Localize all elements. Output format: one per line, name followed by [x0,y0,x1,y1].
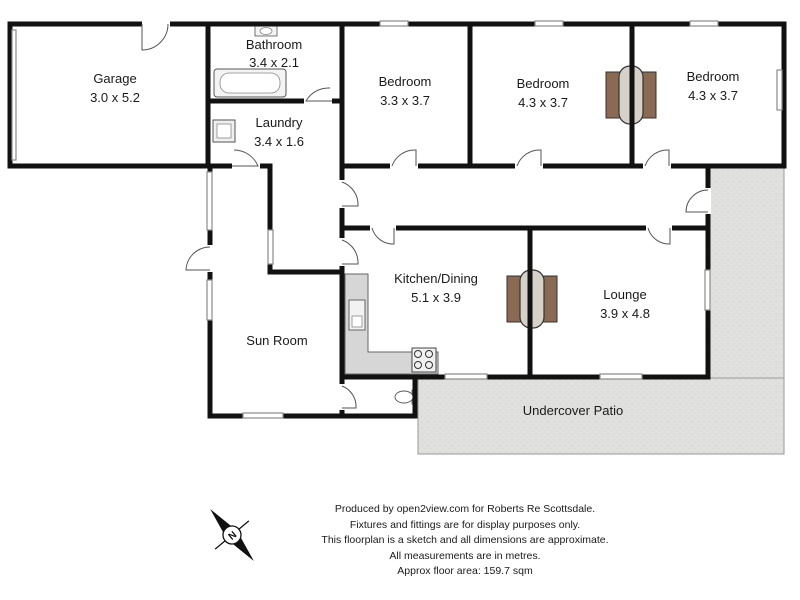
laundry-name: Laundry [256,115,303,130]
laundry-dims: 3.4 x 1.6 [254,134,304,149]
windows [11,20,783,419]
room-labels: Garage 3.0 x 5.2 Bathroom 3.4 x 2.1 Bedr… [90,37,739,418]
lounge-name: Lounge [603,287,646,302]
bedroom-1-name: Bedroom [379,74,432,89]
compass-icon: N [210,508,254,562]
lounge-dims: 3.9 x 4.8 [600,306,650,321]
footer-line-1: Produced by open2view.com for Roberts Re… [334,503,596,515]
patio-name: Undercover Patio [523,403,623,418]
bedroom-2-dims: 4.3 x 3.7 [518,95,568,110]
bathroom-dims: 3.4 x 2.1 [249,55,299,70]
sunroom-name: Sun Room [246,333,307,348]
kitchen-sink-icon [348,299,366,331]
undercover-patio [417,167,785,455]
kitchen-name: Kitchen/Dining [394,271,478,286]
bedroom-3-name: Bedroom [687,69,740,84]
footer-line-3: This floorplan is a sketch and all dimen… [321,534,609,546]
bathroom-name: Bathroom [246,37,302,52]
footer-line-2: Fixtures and fittings are for display pu… [349,518,581,531]
kitchen-dims: 5.1 x 3.9 [411,290,461,305]
basin-icon [254,25,278,37]
bedroom-2-name: Bedroom [517,76,570,91]
bedroom-1-dims: 3.3 x 3.7 [380,93,430,108]
footer-line-5: Approx floor area: 159.7 sqm [397,565,533,577]
doors [141,21,711,410]
stove-icon [411,347,437,373]
bedroom-3-dims: 4.3 x 3.7 [688,88,738,103]
floorplan-disclaimer: Produced by open2view.com for Roberts Re… [300,502,630,580]
laundry-tub-icon [212,119,236,143]
garage-dims: 3.0 x 5.2 [90,90,140,105]
garage-name: Garage [93,71,136,86]
footer-line-4: All measurements are in metres. [389,549,541,562]
bathtub-icon [213,68,287,98]
